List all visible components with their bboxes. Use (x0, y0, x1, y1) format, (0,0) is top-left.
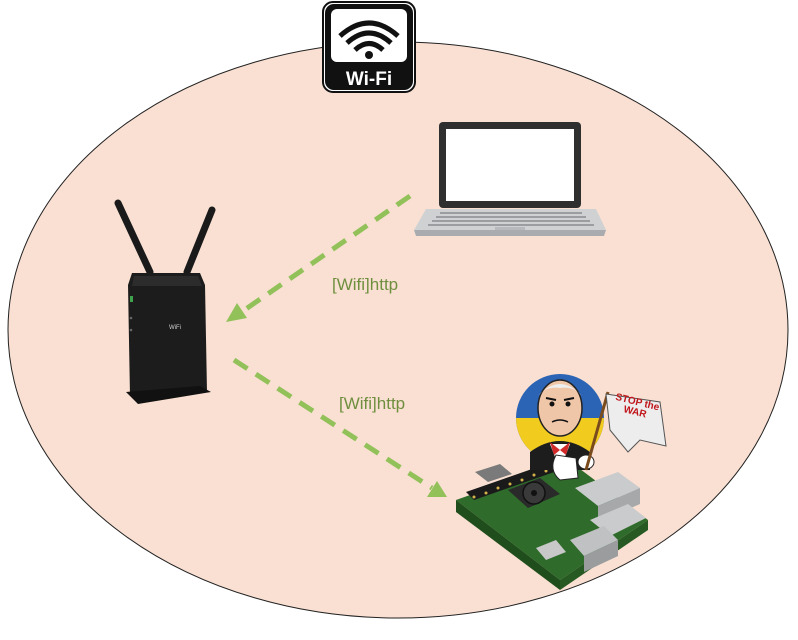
arrow-router-to-pi (232, 357, 447, 497)
jenkins-mascot-icon (516, 374, 667, 481)
wifi-badge-caption: Wi-Fi (345, 69, 393, 90)
connection-label-laptop-router: [Wifi]http (332, 275, 399, 294)
wifi-coverage-area (7, 41, 789, 619)
router-label: WiFi (169, 325, 181, 331)
raspberry-pi-icon (456, 460, 648, 590)
laptop-icon (414, 122, 606, 236)
arrow-laptop-to-router (226, 193, 412, 322)
connection-label-router-pi: [Wifi]http (339, 394, 406, 413)
wifi-icon (322, 1, 416, 93)
router-icon (114, 199, 216, 404)
